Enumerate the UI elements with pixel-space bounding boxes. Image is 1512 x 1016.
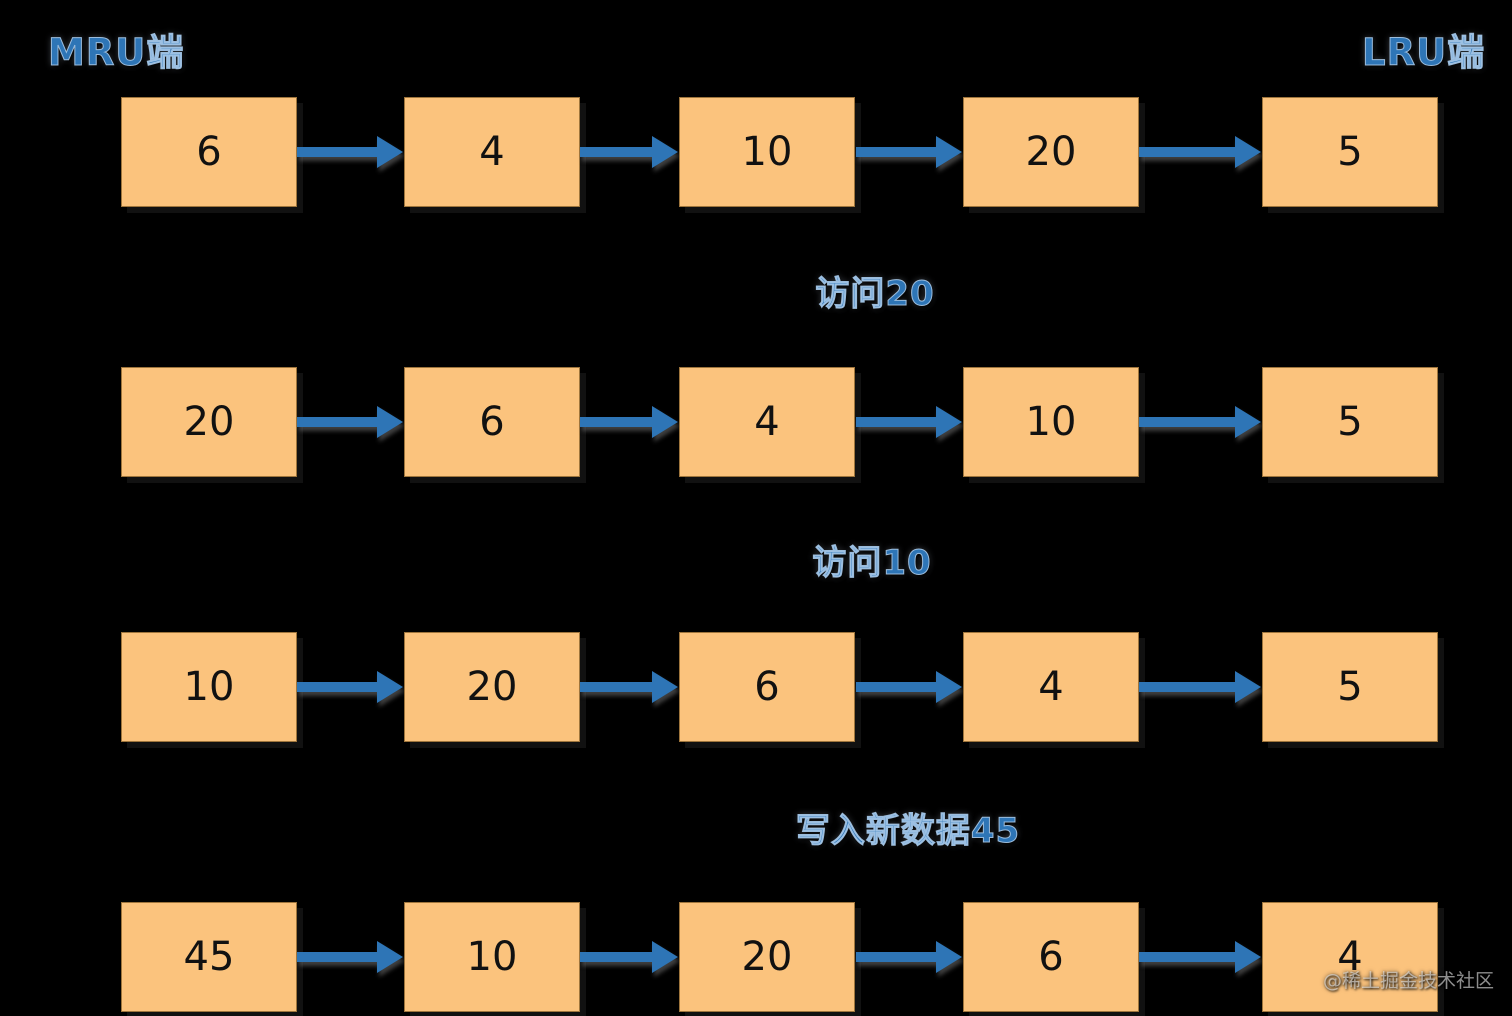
cache-node: 4	[404, 97, 580, 207]
cache-row-initial: 6 4 10 20 5	[0, 97, 1512, 207]
next-pointer-arrow-icon	[856, 136, 962, 168]
step-label-access-10: 访问10	[812, 543, 932, 584]
next-pointer-arrow-icon	[1139, 941, 1261, 973]
lru-end-label: LRU端	[1361, 31, 1486, 75]
cache-node: 45	[121, 902, 297, 1012]
cache-node: 4	[679, 367, 855, 477]
next-pointer-arrow-icon	[297, 941, 403, 973]
cache-node: 10	[679, 97, 855, 207]
cache-node: 6	[679, 632, 855, 742]
cache-node: 10	[121, 632, 297, 742]
next-pointer-arrow-icon	[580, 671, 678, 703]
step-label-access-20: 访问20	[815, 274, 935, 315]
cache-node: 20	[121, 367, 297, 477]
next-pointer-arrow-icon	[856, 941, 962, 973]
next-pointer-arrow-icon	[580, 406, 678, 438]
next-pointer-arrow-icon	[856, 406, 962, 438]
next-pointer-arrow-icon	[297, 406, 403, 438]
cache-row-after-write-45: 45 10 20 6 4	[0, 902, 1512, 1012]
next-pointer-arrow-icon	[856, 671, 962, 703]
juejin-watermark: @稀土掘金技术社区	[1322, 970, 1494, 992]
next-pointer-arrow-icon	[1139, 406, 1261, 438]
next-pointer-arrow-icon	[297, 136, 403, 168]
cache-node: 6	[404, 367, 580, 477]
cache-node: 5	[1262, 97, 1438, 207]
cache-row-after-access-10: 10 20 6 4 5	[0, 632, 1512, 742]
cache-node: 20	[404, 632, 580, 742]
cache-node: 10	[963, 367, 1139, 477]
cache-node: 4	[963, 632, 1139, 742]
cache-node: 20	[679, 902, 855, 1012]
mru-end-label: MRU端	[47, 31, 185, 75]
next-pointer-arrow-icon	[580, 941, 678, 973]
next-pointer-arrow-icon	[580, 136, 678, 168]
next-pointer-arrow-icon	[1139, 671, 1261, 703]
next-pointer-arrow-icon	[297, 671, 403, 703]
cache-node: 20	[963, 97, 1139, 207]
cache-node: 5	[1262, 632, 1438, 742]
cache-node: 6	[121, 97, 297, 207]
cache-row-after-access-20: 20 6 4 10 5	[0, 367, 1512, 477]
cache-node: 6	[963, 902, 1139, 1012]
cache-node: 4	[1262, 902, 1438, 1012]
step-label-write-45: 写入新数据45	[795, 811, 1021, 852]
cache-node: 10	[404, 902, 580, 1012]
cache-node: 5	[1262, 367, 1438, 477]
next-pointer-arrow-icon	[1139, 136, 1261, 168]
